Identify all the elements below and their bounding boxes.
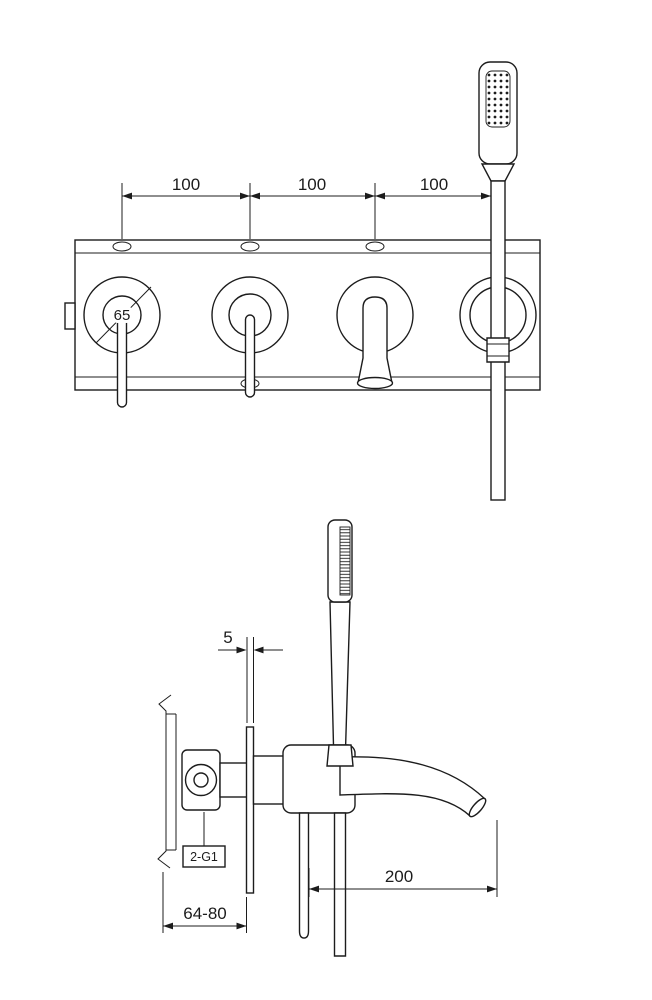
spout-front [336, 276, 414, 390]
spout-tip-opening [468, 797, 487, 818]
dim-plate-thickness-label: 5 [223, 628, 232, 647]
dim-spacing-2-label: 100 [298, 175, 326, 194]
arrowhead [253, 646, 264, 654]
thread-label-box [182, 845, 226, 868]
arrowhead [487, 885, 497, 893]
handle-valve-1: 65 [83, 276, 161, 408]
front-dimensions: 100 100 100 [121, 175, 491, 239]
handle-1-lever [116, 314, 128, 408]
valve-inlet-bore [193, 772, 209, 788]
dim-spacing-3-label: 100 [420, 175, 448, 194]
shower-wand-side [329, 601, 351, 767]
handle-valve-2 [211, 276, 289, 398]
plate-left-tab [64, 302, 76, 330]
dim-handle-diameter-label: 65 [114, 307, 131, 324]
valve-stem-block [219, 762, 248, 798]
diameter-leader-line [95, 286, 152, 344]
shower-hose-side [333, 812, 347, 957]
valve-inlet-port [184, 763, 218, 797]
hose-nut [486, 337, 510, 363]
hand-shower-side [327, 519, 353, 767]
concealed-valve-body [181, 726, 285, 894]
arrowhead [481, 192, 491, 200]
dim-spacing-1-label: 100 [172, 175, 200, 194]
mixer-body-side [282, 744, 487, 957]
mixer-lever-side [298, 812, 310, 939]
spray-face [485, 70, 511, 128]
arrowhead [163, 922, 173, 930]
dim-installation-depth-label: 64-80 [183, 904, 226, 923]
dim-plate-thickness: 5 [218, 628, 283, 723]
mounting-slot [112, 241, 132, 252]
arrowhead [365, 192, 375, 200]
wand-holder-cup [326, 744, 354, 767]
arrowhead [309, 885, 319, 893]
side-view: 2-G1 5 200 64-80 [157, 519, 498, 957]
arrowhead [122, 192, 132, 200]
dim-installation-depth: 64-80 [162, 872, 247, 933]
shower-neck [480, 163, 516, 182]
dim-spout-reach-label: 200 [385, 867, 413, 886]
spray-face-side [339, 526, 351, 596]
arrowhead [236, 922, 247, 930]
thread-label: 2-G1 [182, 812, 226, 868]
wall-break-line [157, 694, 172, 869]
valve-housing [181, 749, 221, 811]
arrowhead [236, 646, 247, 654]
hand-shower-front [459, 61, 537, 501]
handle-2-lever [244, 314, 256, 398]
wall-section [157, 694, 177, 869]
arrowhead [250, 192, 260, 200]
body-collar [252, 755, 285, 805]
thread-label-text: 2-G1 [190, 850, 218, 864]
dim-spout-reach: 200 [308, 820, 498, 897]
arrowhead [375, 192, 385, 200]
mounting-slot [240, 241, 260, 252]
arrowhead [240, 192, 250, 200]
tub-spout-side [339, 756, 486, 818]
wall-plate [245, 726, 255, 894]
front-view: 65 [64, 61, 541, 501]
spout-tube [357, 296, 393, 384]
mounting-slot [365, 241, 385, 252]
spout-outlet [356, 376, 394, 390]
